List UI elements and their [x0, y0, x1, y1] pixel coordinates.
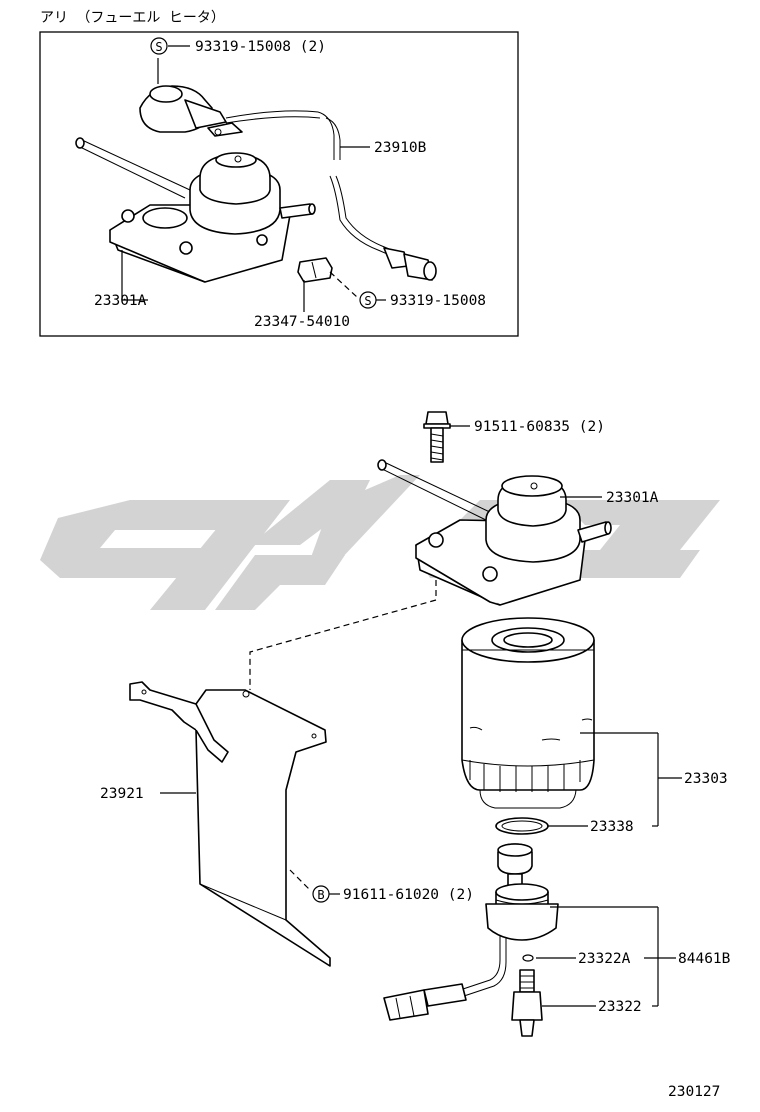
label-screw-bottom: 93319-15008: [390, 293, 486, 309]
label-element: 23303: [684, 771, 728, 787]
inset-fuel-heater-sensor: [139, 85, 341, 160]
bracket-part: [129, 681, 331, 967]
inset-harness-connector: [329, 175, 437, 281]
switch-part: [511, 969, 543, 1037]
label-oring: 23322A: [578, 951, 631, 967]
gasket-part: [495, 817, 549, 835]
dash-head-to-bracket: [249, 580, 437, 690]
inset-clamp: [297, 257, 333, 283]
dash-bolt-b: [289, 869, 311, 891]
gasket-inner: [501, 820, 543, 832]
screw-top-symbol-circle: [150, 37, 168, 55]
label-bracket: 23921: [100, 786, 144, 802]
bolt-part: [423, 411, 451, 463]
filter-head-part: [377, 459, 612, 606]
screw-top-symbol: S: [155, 40, 162, 54]
oring-part: [522, 954, 534, 962]
label-screw-top: 93319-15008 (2): [195, 39, 326, 55]
level-switch-part: [383, 883, 559, 1021]
inset-frame: [39, 31, 519, 337]
float-part: [497, 843, 533, 887]
screw-bottom-symbol: S: [364, 294, 371, 308]
label-kit: 84461B: [678, 951, 731, 967]
label-bolt-b: 91611-61020 (2): [343, 887, 474, 903]
bolt-b-symbol: B: [317, 888, 324, 902]
label-inset-filter-head: 23301A: [94, 293, 147, 309]
header-title: アリ （フューエル ヒータ）: [40, 10, 225, 26]
inset-filter-head: [75, 137, 316, 283]
diagram-code: 230127: [668, 1084, 720, 1100]
label-switch: 23322: [598, 999, 642, 1015]
label-bolt: 91511-60835 (2): [474, 419, 605, 435]
label-clamp: 23347-54010: [254, 314, 350, 330]
filter-element-part: [461, 617, 595, 809]
label-harness: 23910B: [374, 140, 427, 156]
label-head: 23301A: [606, 490, 659, 506]
label-gasket: 23338: [590, 819, 634, 835]
leader-screw-bottom-dash: [329, 271, 359, 299]
